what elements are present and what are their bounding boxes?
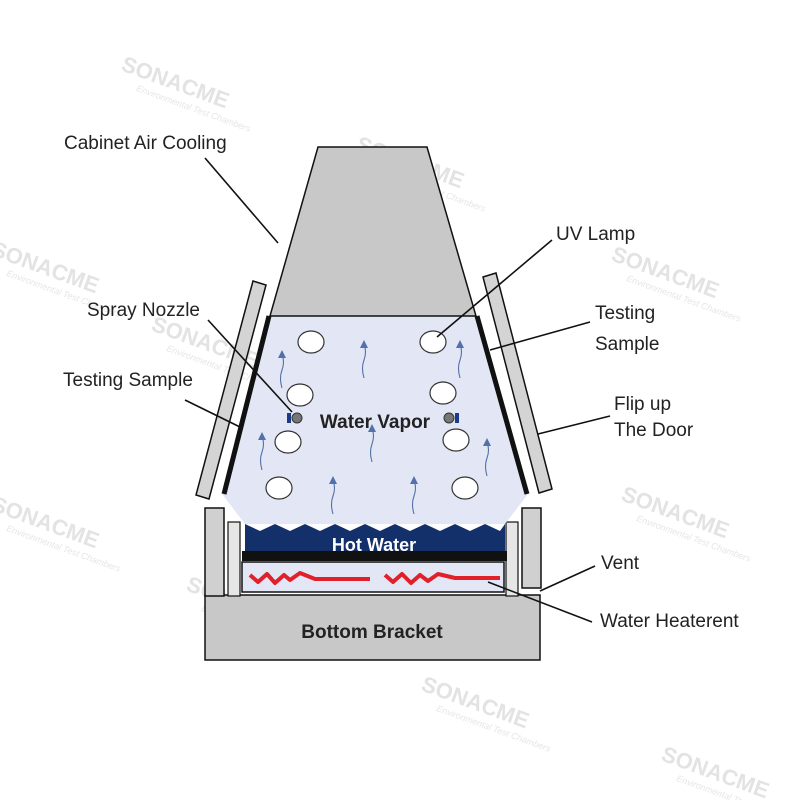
vapor-arrow-icon — [259, 435, 265, 471]
hot-water-label: Hot Water — [332, 535, 416, 555]
spray-nozzle-icon — [443, 412, 455, 424]
hot-water — [245, 524, 505, 553]
vapor-arrow-icon — [361, 343, 367, 379]
spray-nozzle-icon — [287, 413, 291, 423]
leader-flip-up-door — [537, 415, 611, 435]
uv-lamp-icon — [442, 428, 470, 452]
leader-spray-nozzle — [207, 319, 293, 413]
label-testing-sample-right-line1: Testing — [595, 303, 655, 324]
uv-lamp-icon — [451, 476, 479, 500]
spray-nozzles — [287, 412, 459, 424]
test-chamber-interior — [222, 316, 528, 524]
water-vapor-label: Water Vapor — [320, 412, 431, 433]
uv-lamp-icon — [419, 330, 447, 354]
uv-lamp-icon — [429, 381, 457, 405]
vent-post-left-outer — [204, 507, 225, 597]
arrowhead-icon — [258, 432, 266, 440]
vapor-arrow-icon — [330, 479, 336, 515]
spray-nozzle-icon — [291, 412, 303, 424]
vent-post-right-inner — [505, 521, 519, 597]
vent-post-left-inner — [227, 521, 241, 597]
flip-up-door-right — [482, 272, 553, 494]
arrowhead-icon — [410, 476, 418, 484]
label-testing-sample-left: Testing Sample — [63, 370, 193, 391]
cabinet-air-cooling-hood — [269, 146, 477, 317]
label-flip-up-door-line2: The Door — [614, 420, 694, 441]
label-vent: Vent — [601, 553, 640, 574]
label-testing-sample-right-line2: Sample — [595, 334, 659, 355]
uv-lamp-icon — [286, 383, 314, 407]
vapor-arrow-icon — [484, 441, 490, 477]
label-water-heater: Water Heaterent — [600, 611, 739, 632]
uv-lamp-icon — [265, 476, 293, 500]
vapor-arrow-icon — [279, 353, 285, 389]
vapor-arrowheads — [258, 340, 491, 484]
leader-vent — [539, 565, 596, 592]
uv-lamps — [265, 330, 479, 500]
flip-up-door-left — [195, 280, 267, 500]
leader-testing-sample-left — [184, 399, 243, 429]
arrowhead-icon — [329, 476, 337, 484]
bottom-bracket — [204, 594, 541, 661]
arrowhead-icon — [456, 340, 464, 348]
arrowhead-icon — [278, 350, 286, 358]
spray-nozzle-icon — [455, 413, 459, 423]
water-tray-base — [242, 551, 507, 561]
vapor-arrows — [259, 343, 490, 515]
chamber-wall-right — [474, 315, 530, 495]
water-heater-element-left — [248, 571, 370, 585]
vapor-arrow-icon — [411, 479, 417, 515]
uv-lamp-icon — [274, 430, 302, 454]
leader-testing-sample-right — [489, 321, 591, 351]
arrowhead-icon — [368, 424, 376, 432]
leader-uv-lamp — [436, 239, 553, 338]
vapor-arrow-icon — [457, 343, 463, 379]
label-uv-lamp: UV Lamp — [556, 224, 635, 245]
label-flip-up-door-line1: Flip up — [614, 394, 671, 415]
vent-post-right-outer — [521, 507, 542, 589]
uv-lamp-icon — [297, 330, 325, 354]
arrowhead-icon — [360, 340, 368, 348]
leader-water-heater — [487, 581, 593, 623]
chamber-wall-left — [221, 315, 272, 495]
leader-cabinet-air-cooling — [204, 157, 279, 244]
vapor-arrow-icon — [369, 427, 375, 463]
label-spray-nozzle: Spray Nozzle — [87, 300, 200, 321]
bottom-bracket-label: Bottom Bracket — [301, 622, 443, 643]
water-heater-element-right — [383, 572, 500, 585]
arrowhead-icon — [483, 438, 491, 446]
label-cabinet-air-cooling: Cabinet Air Cooling — [64, 133, 227, 154]
